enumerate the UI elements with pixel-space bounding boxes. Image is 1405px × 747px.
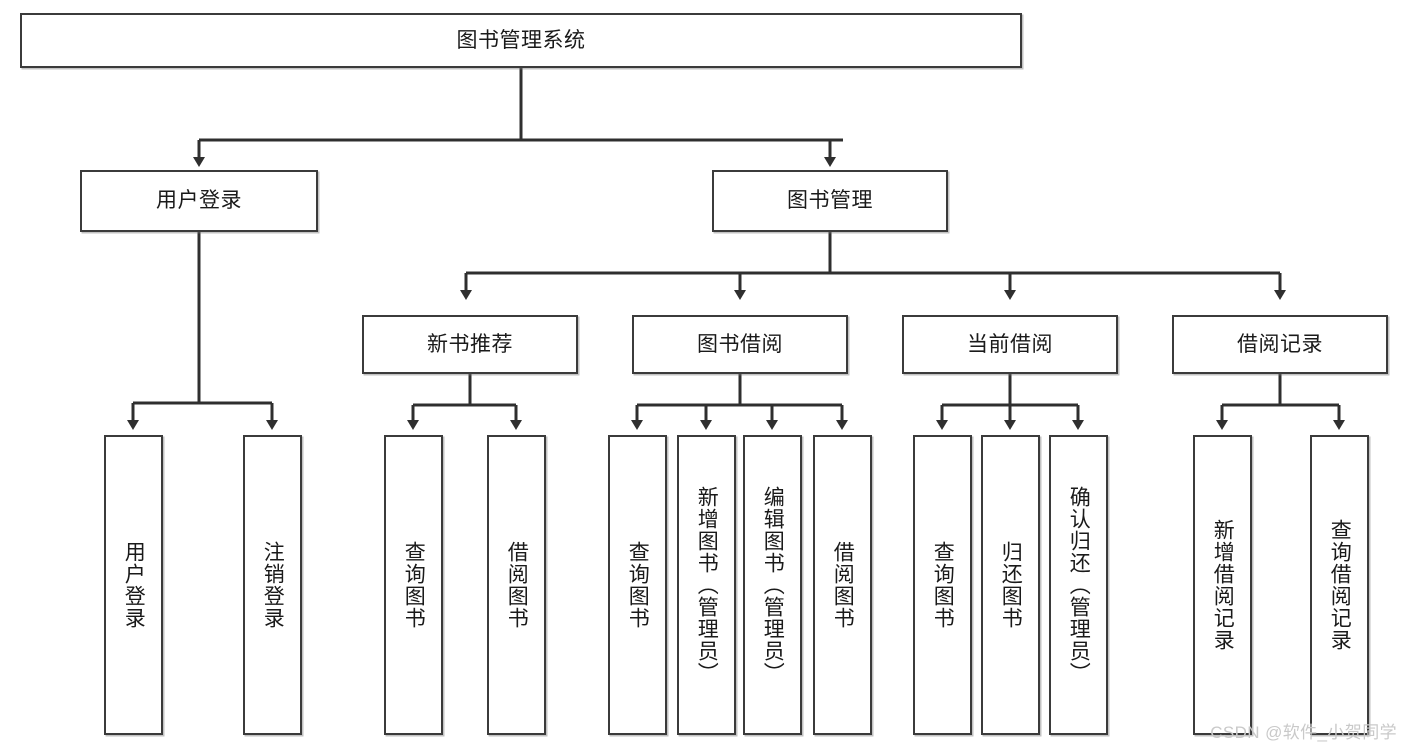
watermark-text: CSDN @软件_小贺同学: [1210, 723, 1397, 742]
node-book-manage[interactable]: 图书管理: [712, 170, 948, 232]
node-leaf-add-book[interactable]: 新增图书（管理员）: [677, 435, 736, 735]
node-leaf-query-record-label: 查询借阅记录: [1328, 519, 1352, 651]
node-new-book-rec-label: 新书推荐: [427, 332, 513, 356]
node-borrow-record-label: 借阅记录: [1237, 332, 1323, 356]
node-book-borrow-label: 图书借阅: [697, 332, 783, 356]
node-leaf-edit-book[interactable]: 编辑图书（管理员）: [743, 435, 802, 735]
node-leaf-user-logout-label: 注销登录: [261, 541, 285, 629]
node-leaf-confirm-return-label: 确认归还（管理员）: [1067, 486, 1091, 684]
node-book-manage-label: 图书管理: [787, 189, 873, 213]
node-leaf-return-book-label: 归还图书: [999, 541, 1023, 629]
node-book-borrow[interactable]: 图书借阅: [632, 315, 848, 374]
node-user-login[interactable]: 用户登录: [80, 170, 318, 232]
node-root-label: 图书管理系统: [456, 28, 586, 52]
node-leaf-borrow-book-1[interactable]: 借阅图书: [487, 435, 546, 735]
node-root[interactable]: 图书管理系统: [20, 13, 1022, 68]
node-leaf-return-book[interactable]: 归还图书: [981, 435, 1040, 735]
node-leaf-query-book-2-label: 查询图书: [626, 541, 650, 629]
node-current-borrow[interactable]: 当前借阅: [902, 315, 1118, 374]
node-current-borrow-label: 当前借阅: [967, 332, 1053, 356]
node-leaf-add-book-label: 新增图书（管理员）: [695, 486, 719, 684]
node-new-book-rec[interactable]: 新书推荐: [362, 315, 578, 374]
node-leaf-query-book-2[interactable]: 查询图书: [608, 435, 667, 735]
node-leaf-add-record[interactable]: 新增借阅记录: [1193, 435, 1252, 735]
node-borrow-record[interactable]: 借阅记录: [1172, 315, 1388, 374]
node-leaf-edit-book-label: 编辑图书（管理员）: [761, 486, 785, 684]
node-leaf-query-book-3[interactable]: 查询图书: [913, 435, 972, 735]
node-leaf-user-logout[interactable]: 注销登录: [243, 435, 302, 735]
node-leaf-add-record-label: 新增借阅记录: [1211, 519, 1235, 651]
node-user-login-label: 用户登录: [156, 189, 242, 213]
node-leaf-query-book-1-label: 查询图书: [402, 541, 426, 629]
node-leaf-confirm-return[interactable]: 确认归还（管理员）: [1049, 435, 1108, 735]
node-leaf-query-record[interactable]: 查询借阅记录: [1310, 435, 1369, 735]
node-leaf-user-login-label: 用户登录: [122, 541, 146, 629]
node-leaf-user-login[interactable]: 用户登录: [104, 435, 163, 735]
node-leaf-borrow-book-2-label: 借阅图书: [831, 541, 855, 629]
node-leaf-query-book-1[interactable]: 查询图书: [384, 435, 443, 735]
node-leaf-query-book-3-label: 查询图书: [931, 541, 955, 629]
node-leaf-borrow-book-2[interactable]: 借阅图书: [813, 435, 872, 735]
node-leaf-borrow-book-1-label: 借阅图书: [505, 541, 529, 629]
